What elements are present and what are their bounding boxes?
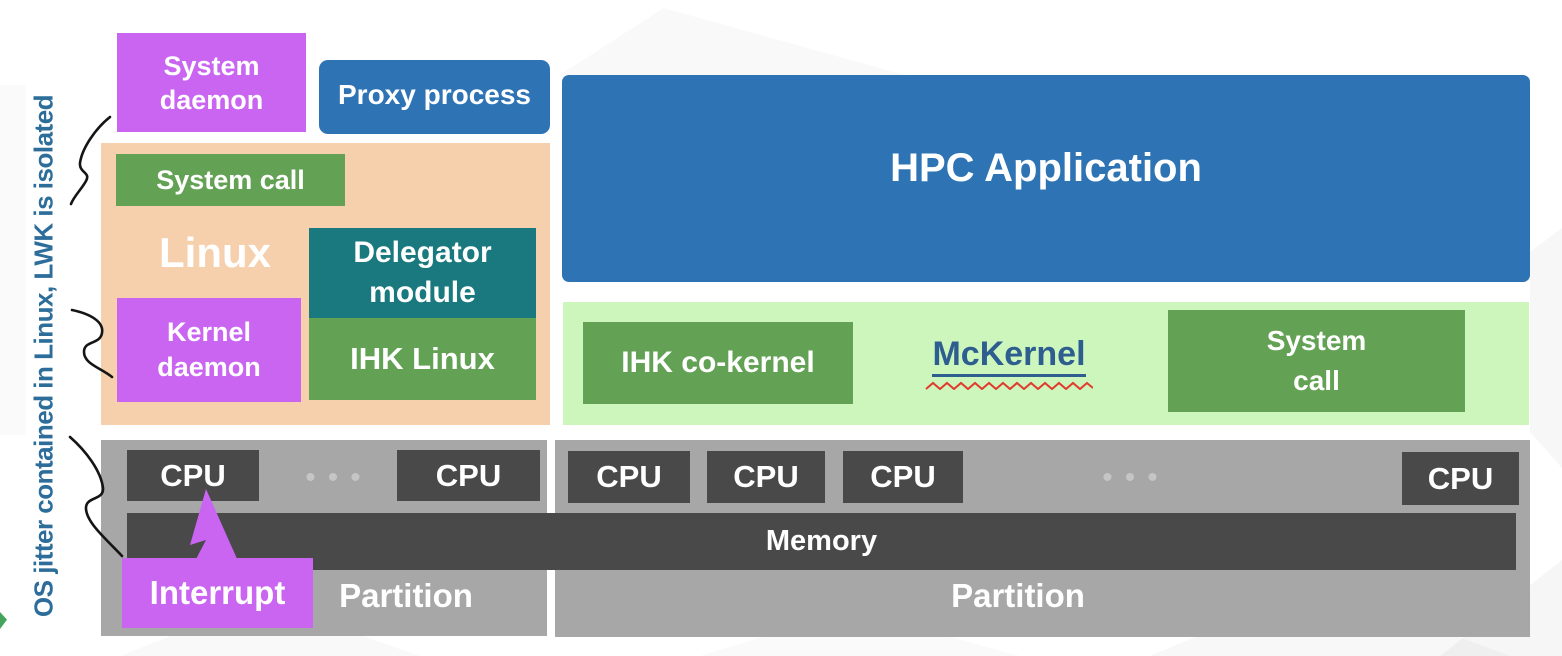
- system-call-linux-label: System call: [156, 164, 305, 195]
- left-partition-label: Partition: [339, 577, 473, 614]
- memory-label: Memory: [765, 524, 878, 557]
- cpu-label: CPU: [733, 459, 799, 495]
- system-call-linux-box: System call: [116, 154, 345, 206]
- hpc-application-box: HPC Application: [562, 75, 1530, 282]
- cpu-ellipsis-right: •••: [1102, 461, 1170, 494]
- kernel-daemon-box: Kernel daemon: [117, 298, 301, 402]
- system-call-mckernel-box: System call: [1168, 310, 1465, 412]
- interrupt-box: Interrupt: [122, 558, 313, 628]
- background-wedge-right: [1530, 228, 1562, 468]
- cpu-label: CPU: [596, 459, 662, 495]
- hpc-application-label: HPC Application: [890, 146, 1202, 191]
- ihk-co-kernel-label: IHK co-kernel: [621, 345, 815, 379]
- memory-bar: Memory: [127, 513, 1516, 570]
- cpu-box: CPU: [707, 451, 825, 503]
- cpu-box: CPU: [568, 451, 690, 503]
- cpu-box: CPU: [397, 450, 540, 501]
- green-corner-mark: [0, 612, 7, 629]
- cpu-box: CPU: [1402, 452, 1519, 505]
- right-partition-label: Partition: [951, 577, 1085, 614]
- cpu-box: CPU: [127, 450, 259, 501]
- cpu-label: CPU: [870, 459, 936, 495]
- mckernel-os-label: McKernel: [932, 335, 1086, 378]
- cpu-label: CPU: [1427, 460, 1494, 496]
- delegator-module-box: Delegator module: [309, 228, 536, 318]
- linux-os-label: Linux: [159, 229, 271, 276]
- background-chevron-top: [560, 8, 905, 75]
- spellcheck-squiggle: [925, 382, 1094, 391]
- mckernel-os-label-wrap: McKernel: [918, 335, 1100, 395]
- background-band-left: [0, 85, 26, 435]
- interrupt-label: Interrupt: [149, 573, 286, 611]
- system-call-mckernel-label: System call: [1266, 325, 1367, 396]
- cpu-label: CPU: [435, 457, 502, 493]
- proxy-process-label: Proxy process: [338, 78, 531, 110]
- ihk-co-kernel-box: IHK co-kernel: [583, 322, 853, 404]
- system-daemon-label: System daemon: [159, 50, 264, 115]
- side-note-text: OS jitter contained in Linux, LWK is iso…: [28, 94, 59, 618]
- system-daemon-box: System daemon: [117, 33, 306, 132]
- kernel-daemon-label: Kernel daemon: [157, 317, 261, 382]
- ihk-linux-box: IHK Linux: [309, 318, 536, 400]
- cpu-label: CPU: [160, 457, 226, 493]
- cpu-ellipsis-left: •••: [305, 461, 373, 494]
- cpu-box: CPU: [843, 451, 963, 503]
- delegator-module-label: Delegator module: [353, 236, 492, 309]
- ihk-linux-label: IHK Linux: [350, 341, 495, 377]
- proxy-process-box: Proxy process: [319, 60, 550, 134]
